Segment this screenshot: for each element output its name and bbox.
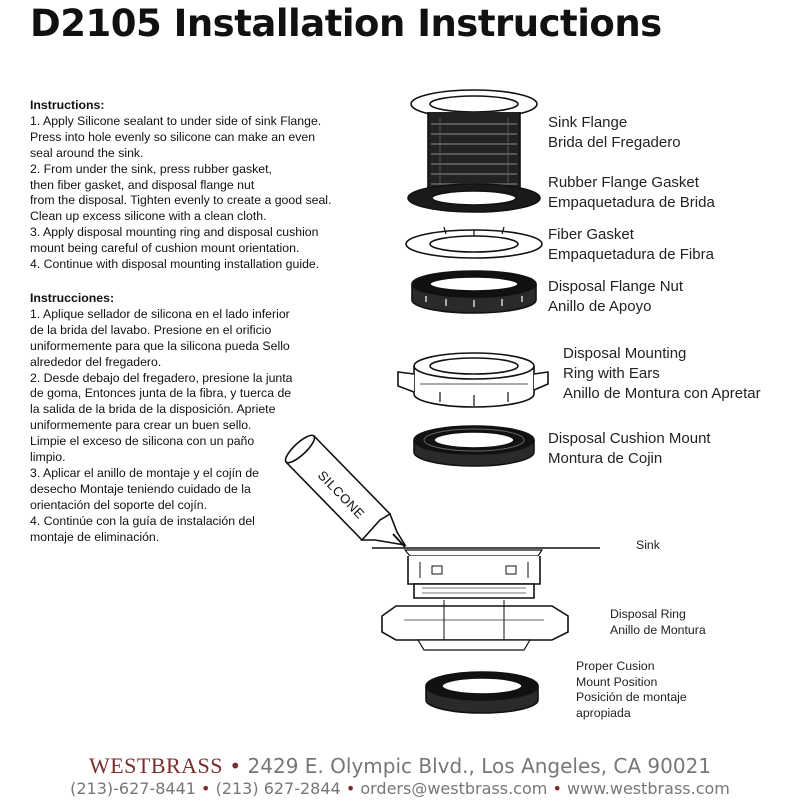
- assembly-flange: [407, 556, 541, 585]
- mounting-ring-illustration: [397, 352, 549, 408]
- flange-nut-illustration: [411, 270, 537, 314]
- instruction-line: montaje de eliminación.: [30, 529, 160, 544]
- instruction-line: de goma, Entonces junta de la fibra, y t…: [30, 386, 292, 401]
- instruction-line: from the disposal. Tighten evenly to cre…: [30, 193, 332, 208]
- instruction-line: Press into hole evenly so silicone can m…: [30, 129, 316, 144]
- instruction-line: orientación del soporte del cojín.: [30, 497, 208, 512]
- page-title: D2105 Installation Instructions: [30, 2, 662, 45]
- instructions-english: Instructions: 1. Apply Silicone sealant …: [30, 98, 360, 273]
- footer-contact-line: (213)-627-8441 • (213) 627-2844 • orders…: [70, 779, 730, 798]
- cushion-mount-illustration: [413, 425, 535, 467]
- brand-logo: WESTBRASS: [88, 753, 224, 778]
- instruction-line: 2. From under the sink, press rubber gas…: [30, 161, 272, 176]
- instruction-line: uniformemente para crear un buen sello.: [30, 418, 252, 433]
- assembly-label-sink: Sink: [636, 538, 660, 552]
- instruction-line: then fiber gasket, and disposal flange n…: [30, 177, 255, 192]
- silicone-tube-illustration: [284, 434, 407, 548]
- rubber-gasket-illustration: [407, 183, 541, 213]
- instruction-line: 3. Apply disposal mounting ring and disp…: [30, 225, 319, 240]
- instruction-line: uniformemente para que la silicona pueda…: [30, 338, 290, 353]
- instruction-line: la salida de la brida de la disposición.…: [30, 402, 276, 417]
- assembly-disposal-ring: [381, 605, 569, 641]
- instruction-line: 4. Continue with disposal mounting insta…: [30, 257, 320, 272]
- sink-flange-illustration: [410, 89, 538, 203]
- instruction-line: Limpie el exceso de silicona con un paño: [30, 434, 255, 449]
- footer-address-line: WESTBRASS • 2429 E. Olympic Blvd., Los A…: [88, 753, 712, 778]
- instrucciones-heading: Instrucciones:: [30, 291, 115, 305]
- footer-phone-1: (213)-627-8441: [70, 779, 196, 798]
- instruction-line: mount being careful of cushion mount ori…: [30, 241, 300, 256]
- instructions-spanish: Instrucciones: 1. Aplique sellador de si…: [30, 291, 360, 546]
- footer-website-link[interactable]: www.westbrass.com: [566, 779, 730, 798]
- instruction-line: 1. Apply Silicone sealant to under side …: [30, 113, 322, 128]
- instruction-line: limpio.: [30, 450, 66, 465]
- footer-address: 2429 E. Olympic Blvd., Los Angeles, CA 9…: [247, 754, 712, 778]
- footer-email-link[interactable]: orders@westbrass.com: [360, 779, 548, 798]
- assembly-cushion-mount: [425, 671, 539, 714]
- instruction-line: 3. Aplicar el anillo de montaje y el coj…: [30, 465, 259, 480]
- instruction-line: seal around the sink.: [30, 145, 144, 160]
- instruction-line: Clean up excess silicone with a clean cl…: [30, 209, 267, 224]
- instruction-line: desecho Montaje teniendo cuidado de la: [30, 481, 251, 496]
- instruction-line: alrededor del fregadero.: [30, 354, 162, 369]
- instruction-line: 1. Aplique sellador de silicona en el la…: [30, 306, 290, 321]
- fiber-gasket-illustration: [405, 226, 543, 259]
- instructions-heading: Instructions:: [30, 98, 105, 112]
- instruction-line: de la brida del lavabo. Presione en el o…: [30, 322, 272, 337]
- instruction-line: 4. Continúe con la guía de instalación d…: [30, 513, 255, 528]
- assembly-label-cushion-position: Proper Cusion Mount Position Posición de…: [576, 659, 687, 720]
- footer-phone-2: (213) 627-2844: [215, 779, 341, 798]
- instruction-line: 2. Desde debajo del fregadero, presione …: [30, 370, 293, 385]
